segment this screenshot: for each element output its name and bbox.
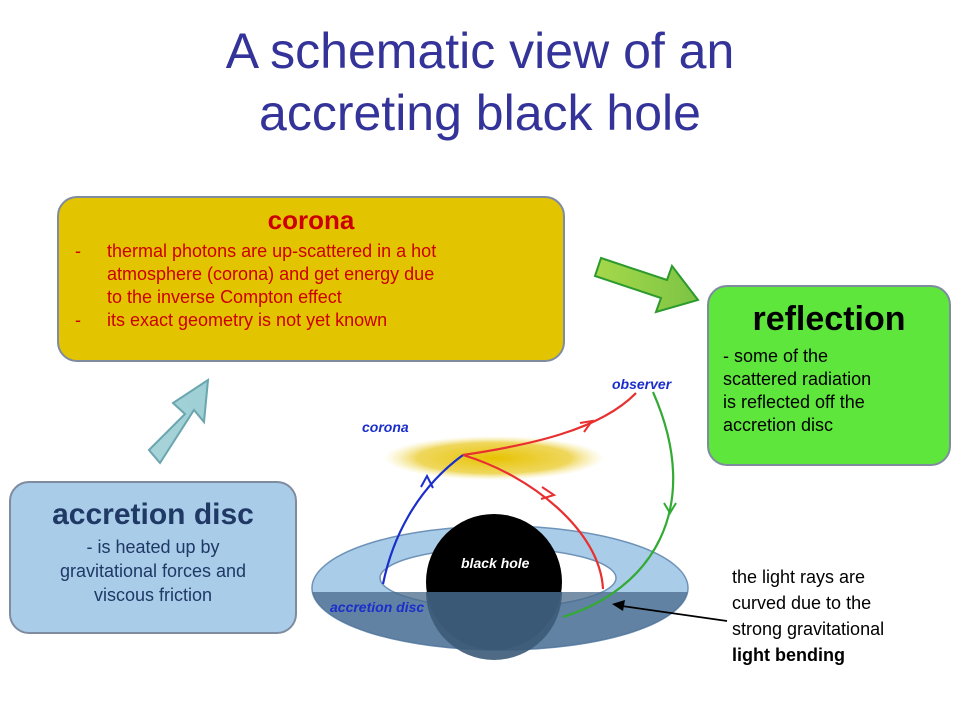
disc-line: gravitational forces and	[59, 561, 247, 581]
red-ray-to-disc	[462, 453, 605, 590]
accretion-disc-box: accretion disc - is heated up by gravita…	[9, 481, 297, 634]
note-pointer-arrowhead	[612, 600, 625, 611]
bullet-dash: -	[75, 310, 81, 330]
red-ray-to-observer	[462, 392, 637, 457]
disc-line: viscous friction	[93, 585, 213, 605]
arrow-to-reflection-icon	[593, 256, 700, 314]
accretion-disc-text: - is heated up by gravitational forces a…	[21, 535, 285, 607]
blue-ray	[381, 454, 464, 585]
accretion-disc-heading: accretion disc	[52, 498, 254, 531]
reflection-line: is reflected off the	[723, 392, 865, 412]
corona-item-line: its exact geometry is not yet known	[107, 310, 388, 330]
corona-cloud-shape	[384, 436, 604, 480]
note-line: curved due to the	[732, 593, 872, 613]
reflection-line: - some of the	[723, 346, 829, 366]
corona-diagram-label: corona	[362, 419, 409, 435]
title-line-1: A schematic view of an	[225, 23, 735, 79]
corona-item-line: to the inverse Compton effect	[107, 287, 342, 307]
note-line: the light rays are	[732, 567, 866, 587]
corona-item-line: thermal photons are up-scattered in a ho…	[107, 241, 437, 261]
title-line-2: accreting black hole	[259, 85, 701, 141]
corona-item: - its exact geometry is not yet known	[59, 309, 563, 332]
black-hole-label: black hole	[461, 555, 530, 571]
corona-item-line: atmosphere (corona) and get energy due	[107, 264, 435, 284]
observer-label: observer	[612, 376, 673, 392]
green-ray	[562, 391, 675, 619]
corona-heading: corona	[267, 205, 355, 235]
reflection-line: accretion disc	[723, 415, 834, 435]
reflection-heading: reflection	[752, 300, 906, 338]
light-bending-note: the light rays are curved due to the str…	[732, 564, 954, 668]
bullet-dash: -	[75, 241, 81, 261]
note-bold-term: light bending	[732, 645, 845, 665]
corona-item: - thermal photons are up-scattered in a …	[59, 240, 563, 309]
disc-line: - is heated up by	[86, 537, 220, 557]
corona-box: corona - thermal photons are up-scattere…	[57, 196, 565, 362]
reflection-text: - some of the scattered radiation is ref…	[723, 345, 937, 437]
arrow-to-corona-icon	[147, 378, 210, 465]
note-pointer-line	[621, 605, 728, 622]
note-line: strong gravitational	[732, 619, 885, 639]
reflection-box: reflection - some of the scattered radia…	[707, 285, 951, 466]
corona-list: - thermal photons are up-scattered in a …	[59, 240, 563, 332]
accretion-disc-diagram-label: accretion disc	[330, 599, 424, 615]
reflection-line: scattered radiation	[723, 369, 872, 389]
slide-title: A schematic view of an accreting black h…	[0, 20, 960, 144]
